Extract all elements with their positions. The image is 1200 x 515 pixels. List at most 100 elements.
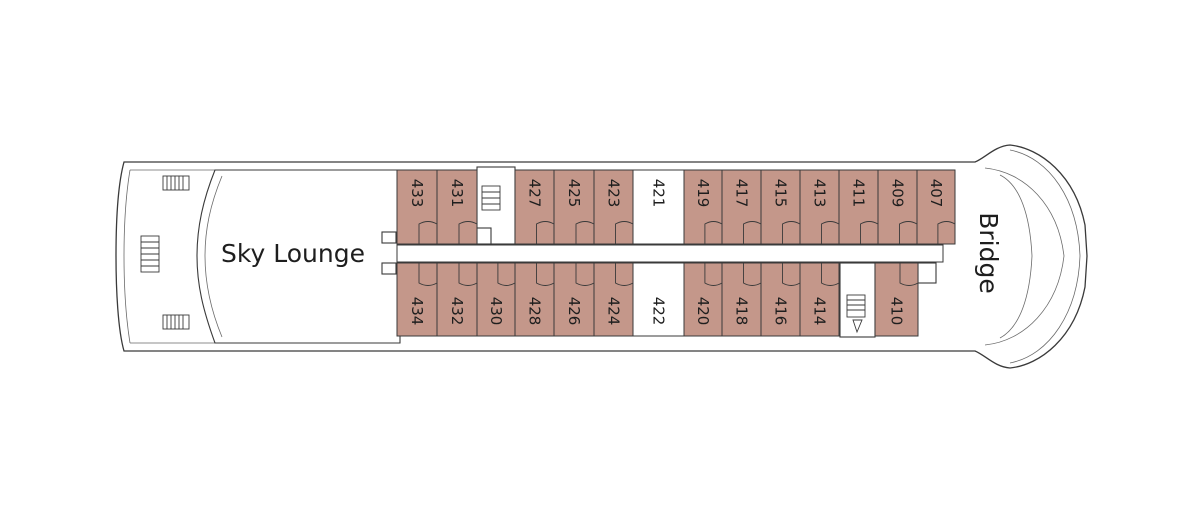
cabin-418-area (721, 262, 762, 337)
bridge-label: Bridge (974, 212, 1003, 294)
stern-vent-grille (140, 235, 160, 273)
bow-inner-line-3 (999, 174, 1033, 339)
stairwell-forward (839, 262, 937, 338)
cabin-407[interactable]: 407 (916, 169, 956, 245)
cabin-433-number: 433 (408, 179, 426, 208)
cabin-411-bathroom (860, 221, 879, 244)
cabin-430-bathroom (497, 263, 516, 286)
cabin-414[interactable]: 414 (799, 262, 840, 337)
stern-stairs-bottom (162, 314, 190, 330)
cabin-415-bathroom (782, 221, 801, 244)
cabin-416[interactable]: 416 (760, 262, 801, 337)
cabin-426[interactable]: 426 (553, 262, 595, 337)
cabin-421[interactable]: 421 (632, 169, 685, 245)
lounge-door-top (381, 231, 397, 244)
cabin-407-bathroom (937, 221, 956, 244)
cabin-416-number: 416 (772, 297, 790, 326)
cabin-423-bathroom (615, 221, 634, 244)
cabin-432-area (436, 262, 478, 337)
cabin-430-number: 430 (487, 297, 505, 326)
cabin-409-area (877, 169, 918, 245)
cabin-415[interactable]: 415 (760, 169, 801, 245)
cabin-415-number: 415 (772, 179, 790, 208)
lounge-door-bottom (381, 262, 397, 275)
cabin-410[interactable]: 410 (874, 262, 919, 337)
cabin-432-bathroom (458, 263, 478, 286)
cabin-413-area (799, 169, 840, 245)
cabins-top-row: 433 431 427 425 423 421 419 417 415 413 411 409 407 (396, 169, 956, 245)
cabin-425-number: 425 (565, 179, 583, 208)
cabin-419-bathroom (704, 221, 723, 244)
cabin-423-number: 423 (605, 179, 623, 208)
cabin-409[interactable]: 409 (877, 169, 918, 245)
cabin-426-bathroom (575, 263, 595, 286)
cabin-407-area (916, 169, 956, 245)
cabin-410-area (874, 262, 919, 337)
cabin-410-bathroom (899, 263, 919, 286)
cabin-432[interactable]: 432 (436, 262, 478, 337)
cabin-417-area (721, 169, 762, 245)
cabin-416-bathroom (782, 263, 801, 286)
cabin-430-area (476, 262, 516, 337)
cabin-424-area (593, 262, 634, 337)
cabin-418-number: 418 (733, 297, 751, 326)
bow-inner-line-1 (984, 167, 1065, 346)
cabin-419-area (683, 169, 723, 245)
cabin-427-number: 427 (526, 179, 544, 208)
cabin-413-number: 413 (811, 179, 829, 208)
cabin-411-number: 411 (850, 179, 868, 208)
cabin-424-bathroom (615, 263, 634, 286)
cabin-410-number: 410 (888, 297, 906, 326)
cabin-420-number: 420 (694, 297, 712, 326)
cabin-427-bathroom (536, 221, 555, 244)
cabin-433[interactable]: 433 (396, 169, 438, 245)
cabin-420-area (683, 262, 723, 337)
stern-stairs-top (162, 175, 190, 191)
cabin-422[interactable]: 422 (632, 262, 685, 337)
cabin-422-number: 422 (650, 297, 668, 326)
cabin-418-bathroom (743, 263, 762, 286)
cabin-431-area (436, 169, 478, 245)
cabin-423[interactable]: 423 (593, 169, 634, 245)
cabin-409-bathroom (899, 221, 918, 244)
cabin-434[interactable]: 434 (396, 262, 438, 337)
cabin-430[interactable]: 430 (476, 262, 516, 337)
cabin-431[interactable]: 431 (436, 169, 478, 245)
cabin-417-bathroom (743, 221, 762, 244)
cabin-425-bathroom (575, 221, 595, 244)
cabin-434-bathroom (418, 263, 438, 286)
cabin-428-area (514, 262, 555, 337)
cabin-411[interactable]: 411 (838, 169, 879, 245)
cabin-428-bathroom (536, 263, 555, 286)
cabin-421-area (632, 169, 685, 245)
cabin-414-bathroom (821, 263, 840, 286)
cabin-424-number: 424 (605, 297, 623, 326)
cabin-425[interactable]: 425 (553, 169, 595, 245)
stairwell-center (476, 166, 516, 245)
cabin-425-area (553, 169, 595, 245)
bow-inner-line-2 (1009, 149, 1081, 364)
cabin-418[interactable]: 418 (721, 262, 762, 337)
cabin-428[interactable]: 428 (514, 262, 555, 337)
cabin-420-bathroom (704, 263, 723, 286)
cabin-415-area (760, 169, 801, 245)
cabin-434-number: 434 (408, 297, 426, 326)
cabin-409-number: 409 (889, 179, 907, 208)
cabin-419-number: 419 (694, 179, 712, 208)
cabin-420[interactable]: 420 (683, 262, 723, 337)
cabin-431-number: 431 (448, 179, 466, 208)
cabin-432-number: 432 (448, 297, 466, 326)
cabin-413[interactable]: 413 (799, 169, 840, 245)
cabin-433-bathroom (418, 221, 438, 244)
cabin-413-bathroom (821, 221, 840, 244)
cabin-407-number: 407 (927, 179, 945, 208)
cabin-419[interactable]: 419 (683, 169, 723, 245)
cabin-424[interactable]: 424 (593, 262, 634, 337)
cabin-417-number: 417 (733, 179, 751, 208)
cabin-417[interactable]: 417 (721, 169, 762, 245)
cabin-427[interactable]: 427 (514, 169, 555, 245)
sky-lounge-room (196, 169, 401, 344)
corridor (396, 244, 944, 263)
